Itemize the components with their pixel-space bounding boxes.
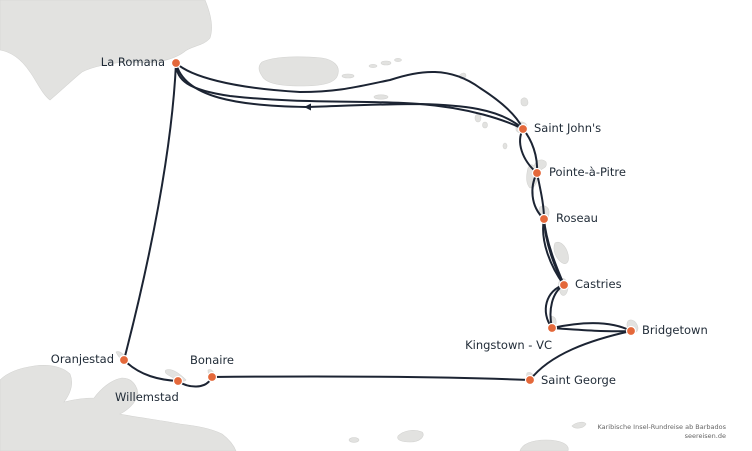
route-oranjestad-to-la-romana — [123, 62, 177, 361]
land-nevis — [482, 121, 488, 129]
port-label-saint-johns: Saint John's — [534, 121, 601, 135]
credit-title: Karibische Insel-Rundreise ab Barbados — [597, 423, 726, 431]
credit-source: seereisen.de — [684, 432, 726, 440]
land-vieques — [373, 94, 389, 100]
map-credit: Karibische Insel-Rundreise ab Barbados s… — [597, 423, 726, 441]
port-label-la-romana: La Romana — [101, 55, 165, 69]
port-marker-bridgetown[interactable] — [625, 325, 637, 337]
port-label-pointe-a-pitre: Pointe-à-Pitre — [549, 165, 626, 179]
port-marker-pointe-a-pitre[interactable] — [531, 167, 543, 179]
port-label-bonaire: Bonaire — [190, 353, 234, 367]
land-mainland — [0, 364, 237, 451]
land-margarita — [397, 430, 424, 443]
port-marker-roseau[interactable] — [538, 213, 550, 225]
port-marker-kingstown[interactable] — [546, 322, 558, 334]
land-virgin-island-1 — [341, 73, 355, 79]
route-kingstown-to-bridgetown — [551, 322, 632, 332]
land-virgin-island-4 — [394, 58, 402, 62]
port-label-roseau: Roseau — [556, 211, 598, 225]
port-label-kingstown: Kingstown - VC — [465, 338, 552, 352]
land-martinique — [553, 241, 569, 264]
land-montserrat — [502, 142, 508, 150]
port-markers — [118, 57, 637, 387]
route-arrow-head — [304, 103, 311, 111]
port-label-saint-george: Saint George — [541, 373, 616, 387]
port-label-castries: Castries — [575, 277, 622, 291]
port-marker-saint-george[interactable] — [524, 374, 536, 386]
port-marker-bonaire[interactable] — [206, 371, 218, 383]
port-labels: La Romana Saint John's Pointe-à-Pitre Ro… — [51, 55, 708, 404]
port-label-oranjestad: Oranjestad — [51, 352, 114, 366]
land-virgin-island-2 — [368, 64, 378, 68]
route-saint-johns-to-la-romana-arrow-leg — [175, 62, 524, 130]
route-la-romana-to-saint-johns — [175, 62, 524, 130]
port-marker-willemstad[interactable] — [172, 375, 184, 387]
port-marker-castries[interactable] — [558, 279, 570, 291]
port-marker-la-romana[interactable] — [170, 57, 182, 69]
land-puerto-rico — [258, 56, 339, 87]
land-virgin-island-3 — [380, 60, 392, 66]
land-tortuga — [348, 437, 360, 443]
port-label-willemstad: Willemstad — [115, 390, 179, 404]
route-bridgetown-to-saint-george — [529, 330, 632, 381]
land-st-kitts — [474, 113, 482, 123]
port-label-bridgetown: Bridgetown — [642, 323, 708, 337]
route-la-romana-upper-loop — [175, 62, 524, 130]
route-bridgetown-to-kingstown — [551, 327, 632, 333]
land-layer — [0, 0, 639, 451]
route-saint-george-to-bonaire — [211, 375, 531, 381]
route-lines — [123, 62, 632, 388]
port-marker-saint-johns[interactable] — [517, 123, 529, 135]
land-hispaniola — [0, 0, 212, 101]
land-trinidad — [519, 439, 569, 451]
land-barbuda — [520, 97, 529, 107]
port-marker-oranjestad[interactable] — [118, 354, 130, 366]
land-tobago — [571, 421, 587, 429]
